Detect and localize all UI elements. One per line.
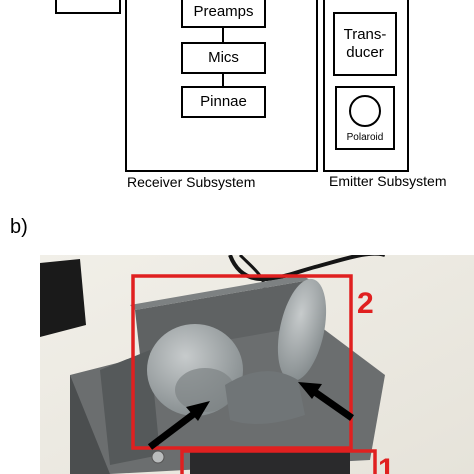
preamps-label: Preamps: [193, 3, 254, 20]
emitter-subsystem-caption: Emitter Subsystem: [329, 173, 447, 189]
pinnae-label: Pinnae: [200, 93, 247, 110]
mic-mount: [225, 371, 305, 424]
region-box-2: [131, 274, 353, 450]
left-ear-shadow: [175, 368, 235, 412]
mics-label: Mics: [208, 49, 239, 66]
rear-wall-top: [130, 275, 310, 310]
device-photo: 2 1: [40, 255, 474, 474]
region-box-1-label: 1: [378, 453, 395, 474]
polaroid-label: Polaroid: [346, 132, 384, 143]
panel-b-label: b): [10, 216, 28, 238]
screw: [151, 450, 165, 464]
transducer-label-line1: Trans-: [343, 26, 387, 43]
pinnae-block: Pinnae: [181, 86, 266, 118]
mics-block: Mics: [181, 42, 266, 74]
base-side: [70, 375, 110, 474]
cropped-block: [55, 0, 121, 14]
region-box-1: [180, 449, 377, 474]
polaroid-circle-icon: [349, 95, 381, 127]
connector-line: [222, 28, 224, 42]
polaroid-block: Polaroid: [335, 86, 395, 150]
right-ear: [277, 278, 327, 382]
transducer-block: Trans- ducer: [333, 12, 397, 76]
black-tape: [40, 259, 86, 337]
region-box-2-label: 2: [357, 287, 374, 320]
front-block: [100, 350, 160, 465]
arrow-right-mic: [298, 382, 355, 421]
preamps-block: Preamps: [181, 0, 266, 28]
arrow-left-mic: [147, 401, 210, 450]
transducer-label-line2: ducer: [346, 44, 384, 61]
connector-line: [222, 74, 224, 86]
transducer-label: Trans- ducer: [335, 14, 395, 74]
circuit-board: [190, 451, 350, 474]
receiver-subsystem-caption: Receiver Subsystem: [127, 174, 256, 190]
